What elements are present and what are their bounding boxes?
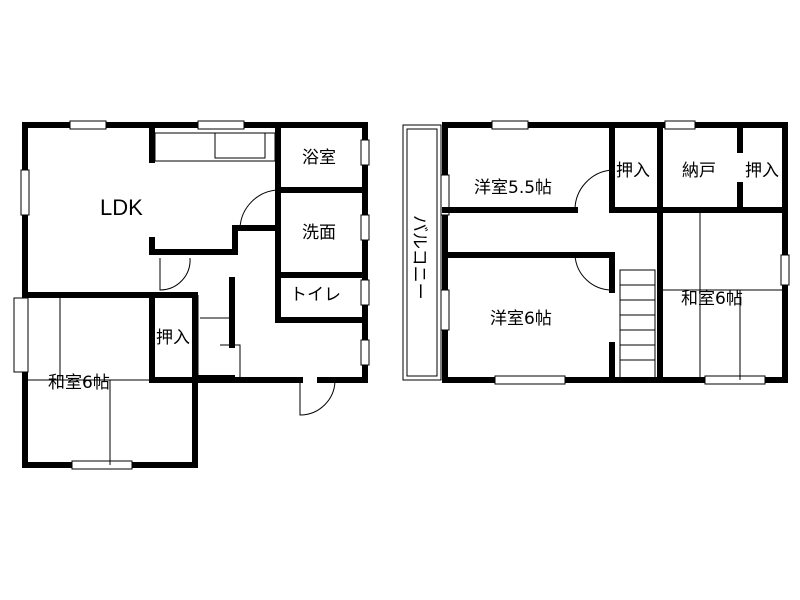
label-western-room-b: 洋室6帖 — [490, 309, 552, 329]
label-balcony: バルコニー — [409, 215, 429, 300]
label-japanese-room-2: 和室6帖 — [681, 289, 743, 309]
label-japanese-room: 和室6帖 — [48, 373, 110, 393]
label-toilet: トイレ — [290, 285, 341, 305]
label-washroom: 洗面 — [302, 223, 336, 243]
balcony — [402, 124, 442, 381]
floor-1-plan: LDK 浴室 洗面 トイレ 押入 和室6帖 — [13, 120, 370, 470]
label-closet: 押入 — [156, 328, 190, 348]
label-ldk: LDK — [100, 195, 143, 220]
label-closet-a: 押入 — [616, 161, 650, 181]
label-closet-b: 押入 — [745, 161, 779, 181]
label-bath: 浴室 — [302, 148, 336, 168]
label-western-room-a: 洋室5.5帖 — [474, 178, 552, 198]
floor-2-plan: 洋室5.5帖 押入 納戸 押入 バルコニー 洋室6帖 和室6帖 — [402, 120, 790, 385]
label-storage: 納戸 — [682, 161, 716, 181]
